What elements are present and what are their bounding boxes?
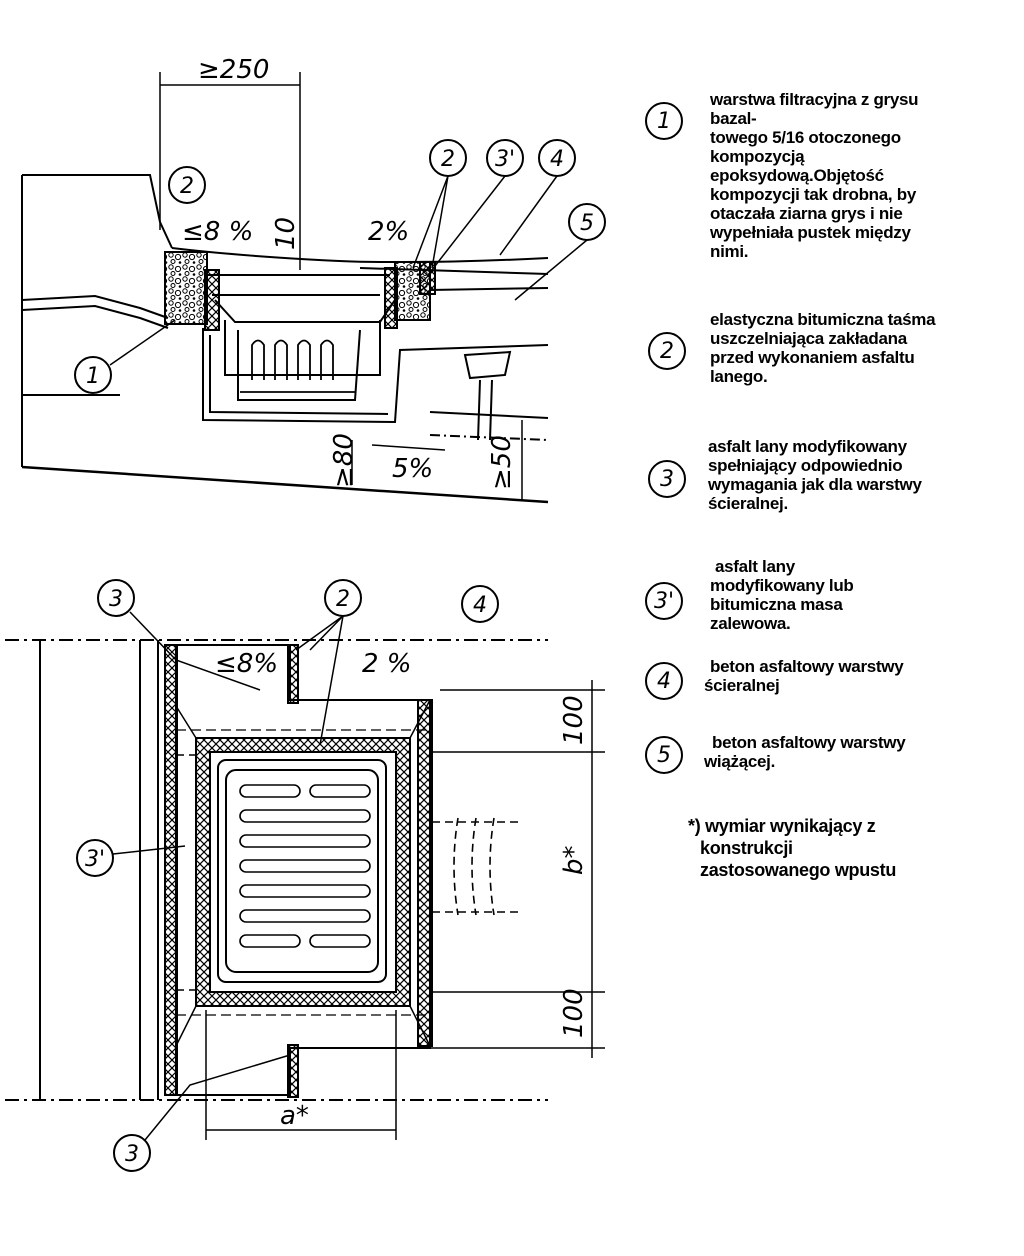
marker-2-a: 2: [180, 174, 194, 199]
dim-100-top: 100: [559, 695, 589, 745]
legend-badge-1: 1: [645, 102, 683, 140]
plan-callouts: ≤8% 2 % 100 b* 100 a*: [215, 649, 589, 1131]
marker-3p-b: 3': [85, 847, 105, 872]
legend-note: *) wymiar wynikający z konstrukcji zasto…: [688, 816, 897, 880]
marker-3-b: 3: [109, 587, 123, 612]
dim-250: ≥250: [198, 55, 269, 85]
marker-2-b: 2: [441, 147, 455, 172]
section-view: [21, 72, 549, 504]
dim-b: b*: [559, 845, 589, 875]
slope-right: 2%: [368, 217, 409, 247]
plan-markers: [76, 579, 499, 1172]
legend-badge-2: 2: [648, 332, 686, 370]
plan-view: [5, 639, 605, 1140]
marker-2-c: 2: [336, 587, 350, 612]
plan-slope-right: 2 %: [362, 649, 412, 679]
marker-3p-a: 3': [495, 147, 515, 172]
dim-80: ≥80: [329, 433, 359, 488]
legend-badge-4: 4: [645, 662, 683, 700]
marker-4-b: 4: [473, 593, 487, 618]
marker-4-a: 4: [550, 147, 564, 172]
marker-5-a: 5: [580, 211, 594, 236]
dim-50: ≥50: [487, 435, 517, 490]
slope-left: ≤8 %: [182, 217, 253, 247]
marker-1-a: 1: [86, 364, 100, 389]
legend-badge-3: 3: [648, 460, 686, 498]
legend-badge-3p: 3': [645, 582, 683, 620]
slope-bottom: 5%: [392, 454, 433, 484]
marker-3-c: 3: [125, 1142, 139, 1167]
section-markers: [74, 139, 606, 394]
plan-slope-left: ≤8%: [215, 649, 278, 679]
dim-10: 10: [271, 217, 301, 250]
legend-badge-5: 5: [645, 736, 683, 774]
dim-100-bottom: 100: [559, 988, 589, 1038]
section-callouts: ≥250 ≤8 % 2% 10 ≥80 5% ≥50: [182, 55, 517, 490]
dim-a: a*: [280, 1101, 309, 1131]
